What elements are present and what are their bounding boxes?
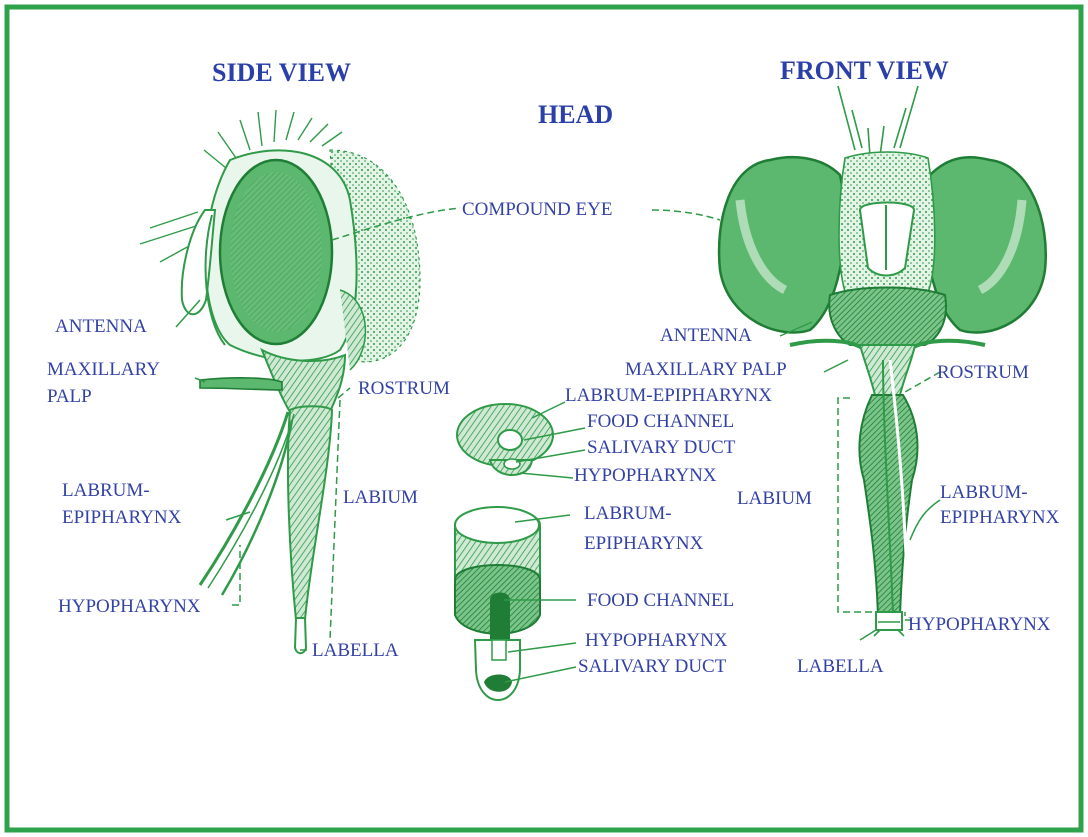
label-side-labella: LABELLA (312, 640, 399, 662)
side-hypopharynx (222, 420, 292, 595)
cross-section-food-channel (498, 430, 522, 450)
front-left-compound-eye (719, 157, 844, 332)
label-cs-food-channel: FOOD CHANNEL (587, 411, 734, 433)
side-labium (288, 406, 332, 620)
front-view-heading: FRONT VIEW (780, 56, 949, 86)
label-compound-eye: COMPOUND EYE (462, 199, 612, 221)
label-seg-hypopharynx: HYPOPHARYNX (585, 630, 728, 652)
label-seg-labrum-line2: EPIPHARYNX (584, 533, 703, 555)
label-front-hypopharynx: HYPOPHARYNX (908, 614, 1051, 636)
label-side-labrum-line1: LABRUM- (62, 480, 150, 502)
label-side-hypopharynx: HYPOPHARYNX (58, 596, 201, 618)
label-cs-salivary-duct: SALIVARY DUCT (587, 437, 735, 459)
label-side-rostrum: ROSTRUM (358, 378, 450, 400)
label-seg-labrum-line1: LABRUM- (584, 503, 672, 525)
side-view-heading: SIDE VIEW (212, 58, 351, 88)
front-rostrum (860, 345, 915, 395)
label-seg-salivary-duct: SALIVARY DUCT (578, 656, 726, 678)
label-side-labium: LABIUM (343, 487, 418, 509)
label-seg-food-channel: FOOD CHANNEL (587, 590, 734, 612)
cross-section-salivary-duct (504, 459, 520, 469)
label-front-labrum-line2: EPIPHARYNX (940, 507, 1059, 529)
label-cs-hypopharynx: HYPOPHARYNX (574, 465, 717, 487)
proboscis-segment (455, 507, 540, 700)
label-front-labium: LABIUM (737, 488, 812, 510)
side-maxillary-palp (200, 378, 282, 390)
label-front-labella: LABELLA (797, 656, 884, 678)
label-side-antenna: ANTENNA (55, 316, 147, 338)
label-side-maxillary-palp-line1: MAXILLARY (47, 359, 160, 381)
label-cs-labrum-epipharynx: LABRUM-EPIPHARYNX (565, 385, 772, 407)
side-labella (295, 618, 306, 653)
label-front-labrum-line1: LABRUM- (940, 482, 1028, 504)
front-maxillary-palps (790, 341, 862, 348)
label-side-maxillary-palp-line2: PALP (47, 386, 92, 408)
head-heading: HEAD (538, 100, 613, 130)
label-front-rostrum: ROSTRUM (937, 362, 1029, 384)
front-labella (876, 612, 902, 630)
label-front-maxillary-palp: MAXILLARY PALP (625, 359, 787, 381)
side-labrum-epipharynx (200, 412, 288, 585)
label-side-labrum-line2: EPIPHARYNX (62, 507, 181, 529)
label-front-antenna: ANTENNA (660, 325, 752, 347)
